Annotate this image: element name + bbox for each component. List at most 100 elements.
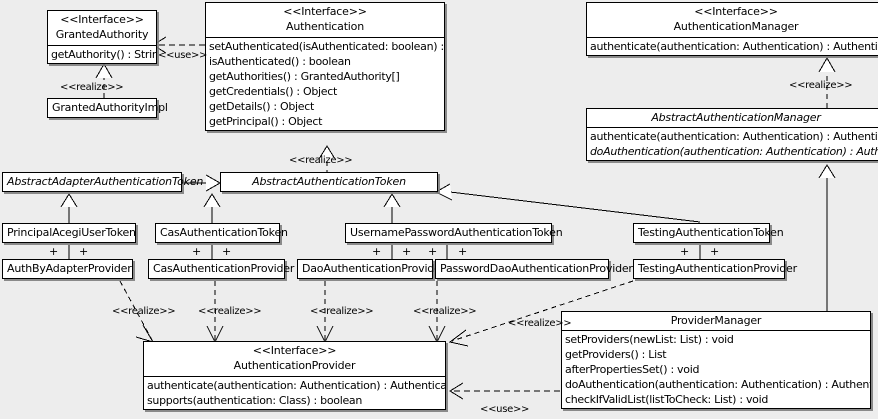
operations-compartment-authentication-manager: authenticate(authentication: Authenticat… xyxy=(587,37,878,55)
edge-label-realize-password-dao-authentication-provider: <<realize>> xyxy=(413,306,477,317)
class-header-dao-authentication-provider: DaoAuthenticationProvider xyxy=(298,260,445,278)
class-name-label: AuthenticationManager xyxy=(673,20,799,33)
role-marker-plus: + xyxy=(372,245,382,258)
operations-compartment-provider-manager: setProviders(newList: List) : void getPr… xyxy=(562,330,870,408)
role-marker-plus: + xyxy=(79,245,89,258)
class-name-label: TestingAuthenticationToken xyxy=(638,226,784,239)
class-name-label: AbstractAuthenticationToken xyxy=(252,175,406,188)
class-box-authentication-provider[interactable]: <<Interface>> AuthenticationProvider aut… xyxy=(143,341,446,410)
operations-compartment-authentication-provider: authenticate(authentication: Authenticat… xyxy=(144,376,445,409)
operation-row: isAuthenticated() : boolean xyxy=(209,55,351,68)
class-box-authentication[interactable]: <<Interface>> Authentication setAuthenti… xyxy=(205,2,445,131)
role-marker-plus: + xyxy=(428,245,438,258)
operation-row: authenticate(authentication: Authenticat… xyxy=(147,379,445,392)
class-name-label: AbstractAdapterAuthenticationToken xyxy=(7,175,204,188)
class-header-cas-authentication-provider: CasAuthenticationProvider xyxy=(149,260,295,278)
class-box-abstract-authentication-token[interactable]: AbstractAuthenticationToken xyxy=(220,172,438,192)
stereotype-label: <<Interface>> xyxy=(694,5,778,18)
class-header-abstract-authentication-token: AbstractAuthenticationToken xyxy=(221,173,437,191)
operation-row: setProviders(newList: List) : void xyxy=(565,333,734,346)
class-name-label: GrantedAuthority xyxy=(55,28,149,41)
class-box-testing-authentication-provider[interactable]: TestingAuthenticationProvider xyxy=(633,259,797,279)
edge-label-realize-abstract-authentication-token: <<realize>> xyxy=(289,155,353,166)
class-header-authentication-provider: <<Interface>> AuthenticationProvider xyxy=(144,342,445,376)
class-header-granted-authority: <<Interface>> GrantedAuthority xyxy=(48,11,156,45)
role-marker-plus: + xyxy=(49,245,59,258)
operations-compartment-abstract-authentication-manager: authenticate(authentication: Authenticat… xyxy=(587,127,878,160)
edge-label-realize-testing-authentication-provider: <<realize>> xyxy=(508,318,572,329)
operation-row: setAuthenticated(isAuthenticated: boolea… xyxy=(209,40,444,53)
role-marker-plus: + xyxy=(458,245,468,258)
class-header-authentication-manager: <<Interface>> AuthenticationManager xyxy=(587,3,878,37)
class-box-cas-authentication-provider[interactable]: CasAuthenticationProvider xyxy=(148,259,295,279)
class-name-label: UsernamePasswordAuthenticationToken xyxy=(350,226,563,239)
class-header-granted-authority-impl: GrantedAuthorityImpl xyxy=(48,99,168,117)
operation-row: doAuthentication(authentication: Authent… xyxy=(565,378,870,391)
class-box-dao-authentication-provider[interactable]: DaoAuthenticationProvider xyxy=(297,259,445,279)
role-marker-plus: + xyxy=(222,245,232,258)
stereotype-label: <<Interface>> xyxy=(60,13,144,26)
edge-label-realize-abstract-authentication-manager: <<realize>> xyxy=(789,80,853,91)
class-box-username-password-authentication-token[interactable]: UsernamePasswordAuthenticationToken xyxy=(345,223,563,243)
operation-row: getDetails() : Object xyxy=(209,100,315,113)
class-name-label: AuthByAdapterProvider xyxy=(7,262,132,275)
class-box-auth-by-adapter-provider[interactable]: AuthByAdapterProvider xyxy=(2,259,133,279)
class-box-granted-authority[interactable]: <<Interface>> GrantedAuthority getAuthor… xyxy=(47,10,157,64)
class-name-label: GrantedAuthorityImpl xyxy=(52,101,168,114)
class-header-authentication: <<Interface>> Authentication xyxy=(206,3,444,37)
class-box-principal-acegi-user-token[interactable]: PrincipalAcegiUserToken xyxy=(2,223,136,243)
class-name-label: Authentication xyxy=(286,20,364,33)
operation-row: afterPropertiesSet() : void xyxy=(565,363,700,376)
operation-row: authenticate(authentication: Authenticat… xyxy=(590,130,878,143)
operation-row: getCredentials() : Object xyxy=(209,85,338,98)
class-box-cas-authentication-token[interactable]: CasAuthenticationToken xyxy=(155,223,288,243)
operation-row: supports(authentication: Class) : boolea… xyxy=(147,394,363,407)
operations-compartment-granted-authority: getAuthority() : String xyxy=(48,45,156,63)
edge-label-use-provider-manager: <<use>> xyxy=(480,404,530,415)
class-header-abstract-adapter-authentication-token: AbstractAdapterAuthenticationToken xyxy=(3,173,204,191)
class-header-cas-authentication-token: CasAuthenticationToken xyxy=(156,224,288,242)
class-name-label: AuthenticationProvider xyxy=(233,359,356,372)
stereotype-label: <<Interface>> xyxy=(283,5,367,18)
class-box-abstract-adapter-authentication-token[interactable]: AbstractAdapterAuthenticationToken xyxy=(2,172,204,192)
stereotype-label: <<Interface>> xyxy=(252,344,337,357)
class-box-testing-authentication-token[interactable]: TestingAuthenticationToken xyxy=(633,223,784,243)
class-header-provider-manager: ProviderManager xyxy=(562,312,870,330)
operation-row: authenticate(authentication: Authenticat… xyxy=(590,40,878,53)
role-marker-plus: + xyxy=(192,245,202,258)
class-name-label: PrincipalAcegiUserToken xyxy=(7,226,136,239)
class-header-password-dao-authentication-provider: PasswordDaoAuthenticationProvider xyxy=(436,260,633,278)
class-name-label: CasAuthenticationProvider xyxy=(153,262,295,275)
class-header-abstract-authentication-manager: AbstractAuthenticationManager xyxy=(587,109,878,127)
class-box-authentication-manager[interactable]: <<Interface>> AuthenticationManager auth… xyxy=(586,2,878,56)
class-box-abstract-authentication-manager[interactable]: AbstractAuthenticationManager authentica… xyxy=(586,108,878,161)
class-name-label: DaoAuthenticationProvider xyxy=(302,262,445,275)
class-name-label: ProviderManager xyxy=(670,314,762,327)
class-header-username-password-authentication-token: UsernamePasswordAuthenticationToken xyxy=(346,224,563,242)
operation-row: getAuthorities() : GrantedAuthority[] xyxy=(209,70,400,83)
edge-label-realize-auth-by-adapter-provider: <<realize>> xyxy=(112,306,176,317)
role-marker-plus: + xyxy=(402,245,412,258)
edge-label-realize-granted-authority-impl: <<realize>> xyxy=(60,82,124,93)
class-header-principal-acegi-user-token: PrincipalAcegiUserToken xyxy=(3,224,136,242)
role-marker-plus: + xyxy=(680,245,690,258)
edge-label-realize-cas-authentication-provider: <<realize>> xyxy=(198,306,262,317)
operations-compartment-authentication: setAuthenticated(isAuthenticated: boolea… xyxy=(206,37,444,130)
operation-row: doAuthentication(authentication: Authent… xyxy=(590,145,878,158)
edge-label-use-granted-authority: <<use>> xyxy=(158,50,208,61)
class-name-label: CasAuthenticationToken xyxy=(160,226,288,239)
operation-row: getPrincipal() : Object xyxy=(209,115,323,128)
class-header-auth-by-adapter-provider: AuthByAdapterProvider xyxy=(3,260,132,278)
class-name-label: PasswordDaoAuthenticationProvider xyxy=(440,262,633,275)
class-header-testing-authentication-provider: TestingAuthenticationProvider xyxy=(634,260,797,278)
class-box-password-dao-authentication-provider[interactable]: PasswordDaoAuthenticationProvider xyxy=(435,259,633,279)
operation-row: getProviders() : List xyxy=(565,348,667,361)
operation-row: getAuthority() : String xyxy=(51,48,156,61)
class-header-testing-authentication-token: TestingAuthenticationToken xyxy=(634,224,784,242)
class-box-provider-manager[interactable]: ProviderManager setProviders(newList: Li… xyxy=(561,311,871,409)
class-box-granted-authority-impl[interactable]: GrantedAuthorityImpl xyxy=(47,98,168,118)
class-name-label: TestingAuthenticationProvider xyxy=(638,262,797,275)
class-name-label: AbstractAuthenticationManager xyxy=(651,111,821,124)
role-marker-plus: + xyxy=(710,245,720,258)
edge-label-realize-dao-authentication-provider: <<realize>> xyxy=(310,306,374,317)
